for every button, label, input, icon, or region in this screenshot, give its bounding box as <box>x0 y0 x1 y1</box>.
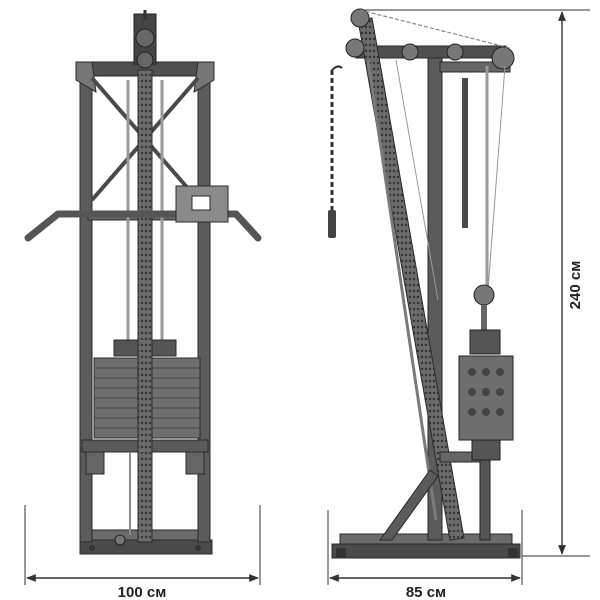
height-dimension: 240 см <box>365 9 590 557</box>
side-view <box>328 8 521 559</box>
side-depth-label: 85 см <box>406 584 446 600</box>
side-hanging-chain <box>328 65 343 238</box>
side-top-pulley-left <box>350 8 370 28</box>
height-label: 240 см <box>567 261 584 310</box>
side-mid-pulley <box>473 284 495 306</box>
front-view <box>24 10 262 555</box>
front-top-pulley <box>133 10 157 69</box>
front-lat-bar <box>24 210 262 242</box>
side-weight-stack <box>458 329 514 461</box>
front-width-label: 100 см <box>118 584 167 600</box>
side-base <box>331 543 521 559</box>
side-top-pulley-right <box>491 46 515 70</box>
front-width-dimension: 100 см <box>24 505 261 600</box>
side-depth-dimension: 85 см <box>327 510 523 600</box>
front-central-column <box>137 69 153 543</box>
